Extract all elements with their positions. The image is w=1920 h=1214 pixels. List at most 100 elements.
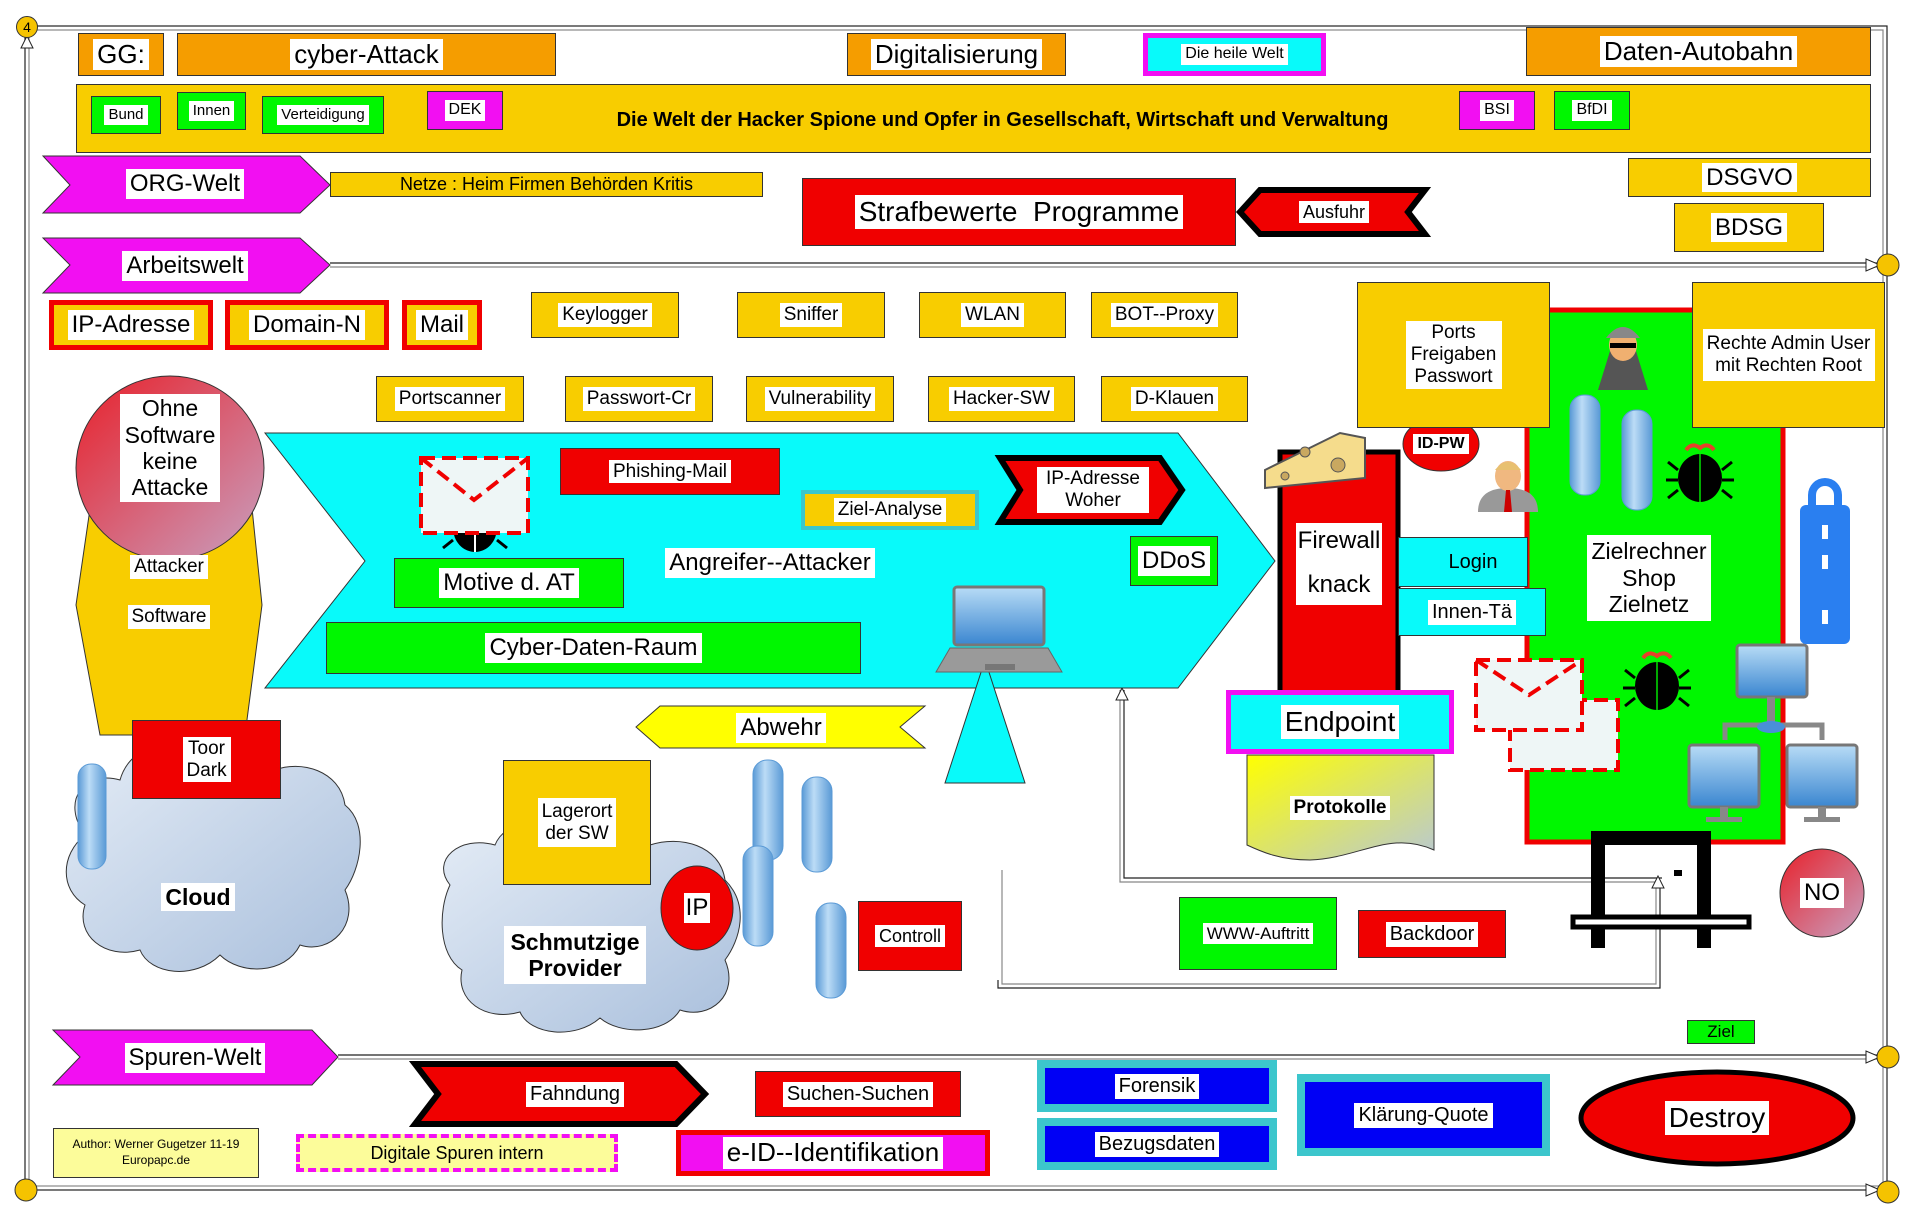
backdoor-box: Backdoor	[1358, 910, 1506, 958]
arbeitswelt-text: Arbeitswelt	[122, 251, 248, 281]
cyber-attack-box: cyber-Attack	[177, 33, 556, 76]
ip-woher-text: IP-Adresse Woher	[1037, 467, 1149, 513]
rechte-label: Rechte Admin User mit Rechten Root	[1702, 329, 1875, 381]
junction-dots	[14, 253, 1900, 1204]
headline-label: Die Welt der Hacker Spione und Opfer in …	[616, 108, 1389, 131]
login-box: Login	[1398, 537, 1528, 587]
suchen-box: Suchen-Suchen	[755, 1071, 961, 1117]
attacker-label: Attacker	[120, 552, 218, 582]
tool-label: WLAN	[961, 303, 1024, 327]
cheese-icon	[1264, 431, 1366, 490]
network-computers-icon	[1687, 643, 1859, 822]
ip-woher-label: IP-Adresse Woher	[1034, 462, 1152, 518]
suchen-label: Suchen-Suchen	[782, 1081, 934, 1107]
toor-dark-label: Toor Dark	[182, 736, 231, 783]
daten-autobahn-box: Daten-Autobahn	[1526, 27, 1871, 76]
ip-adresse-box: IP-Adresse	[49, 300, 213, 350]
ziel-analyse-label: Ziel-Analyse	[833, 498, 947, 522]
tool-label: Keylogger	[558, 303, 652, 327]
endpoint-label: Endpoint	[1280, 704, 1400, 740]
tag-dek: DEK	[427, 91, 503, 130]
page-badge: 4	[16, 16, 38, 38]
bezugsdaten-box: Bezugsdaten	[1037, 1118, 1277, 1170]
tag-bund: Bund	[91, 96, 161, 134]
ddos-box: DDoS	[1130, 536, 1218, 586]
fahndung-text: Fahndung	[525, 1081, 625, 1107]
login-label: Login	[1448, 550, 1498, 573]
org-world-text: ORG-Welt	[125, 169, 245, 199]
tag-bund-label: Bund	[104, 105, 148, 125]
dsgvo-box: DSGVO	[1628, 158, 1871, 197]
destroy-text: Destroy	[1664, 1100, 1770, 1136]
arbeitswelt-label: Arbeitswelt	[90, 246, 280, 286]
tool-bot-proxy: BOT--Proxy	[1091, 292, 1238, 338]
mail-box: Mail	[402, 300, 482, 350]
digitalisierung-box: Digitalisierung	[847, 33, 1066, 76]
outer-frame	[24, 25, 1888, 1191]
tool-wlan: WLAN	[919, 292, 1066, 338]
ip-label: IP	[680, 890, 714, 926]
firewall-text: Firewall	[1295, 523, 1383, 569]
ip-text: IP	[683, 893, 711, 923]
tool-vulnerability: Vulnerability	[746, 376, 894, 422]
domain-label: Domain-N	[248, 310, 366, 340]
ziel-box: Ziel	[1687, 1020, 1755, 1044]
angreifer-text: Angreifer--Attacker	[665, 548, 875, 578]
laptop-icon	[935, 585, 1063, 673]
id-pw-text: ID-PW	[1413, 433, 1469, 455]
database-icons	[77, 394, 1653, 999]
tool-label: BOT--Proxy	[1110, 303, 1219, 327]
toor-dark-box: Toor Dark	[132, 720, 281, 799]
tag-innen: Innen	[177, 92, 246, 130]
eid-box: e-ID--Identifikation	[676, 1130, 990, 1176]
tool-label: Sniffer	[779, 303, 843, 327]
protokolle-label: Protokolle	[1280, 788, 1400, 828]
gg-label: GG:	[93, 38, 149, 71]
cyber-attack-title: cyber-Attack	[290, 38, 443, 71]
no-text: NO	[1800, 878, 1844, 908]
tool-d-klauen: D-Klauen	[1101, 376, 1248, 422]
netze-text: Netze : Heim Firmen Behörden Kritis	[399, 174, 694, 194]
bdsg-label: BDSG	[1710, 212, 1787, 243]
heile-welt-label: Die heile Welt	[1181, 44, 1288, 65]
tool-hacker-sw: Hacker-SW	[928, 376, 1075, 422]
www-label: WWW-Auftritt	[1202, 922, 1314, 945]
abwehr-text: Abwehr	[736, 713, 826, 743]
daten-autobahn-label: Daten-Autobahn	[1599, 35, 1798, 68]
tag-innen-label: Innen	[188, 101, 235, 121]
org-world-label: ORG-Welt	[90, 164, 280, 204]
author-website: Europapc.de	[121, 1153, 191, 1167]
id-pw-label: ID-PW	[1410, 430, 1472, 458]
cloud-text: Cloud	[161, 882, 235, 912]
www-auftritt-box: WWW-Auftritt	[1179, 897, 1337, 970]
phishing-label: Phishing-Mail	[608, 459, 732, 484]
eid-label: e-ID--Identifikation	[722, 1137, 944, 1169]
tool-passwort-cr: Passwort-Cr	[565, 376, 713, 422]
author-box: Author: Werner Gugetzer 11-19 Europapc.d…	[53, 1128, 259, 1178]
tag-verteidigung-label: Verteidigung	[277, 105, 369, 125]
door-icon	[1570, 831, 1752, 948]
author-name: Author: Werner Gugetzer 11-19	[72, 1137, 240, 1152]
no-label: NO	[1800, 876, 1844, 910]
user-icon	[1478, 461, 1538, 512]
tool-sniffer: Sniffer	[737, 292, 885, 338]
strafbewerte-box: Strafbewerte Programme	[802, 178, 1236, 246]
zielrechner-label: Zielrechner Shop Zielnetz	[1584, 528, 1714, 628]
motive-label: Motive d. AT	[439, 568, 579, 598]
ziel-analyse-box: Ziel-Analyse	[801, 490, 979, 530]
tool-label: Portscanner	[394, 387, 506, 411]
klaerung-box: Klärung-Quote	[1297, 1074, 1550, 1156]
fahndung-label: Fahndung	[520, 1078, 630, 1110]
gg-box: GG:	[78, 33, 164, 76]
controll-label: Controll	[874, 924, 946, 948]
forensik-box: Forensik	[1037, 1060, 1277, 1112]
innen-label: Innen-Tä	[1427, 599, 1517, 625]
ddos-label: DDoS	[1137, 546, 1211, 576]
ip-adresse-label: IP-Adresse	[67, 310, 195, 340]
dsgvo-label: DSGVO	[1702, 162, 1797, 193]
ausfuhr-text: Ausfuhr	[1298, 200, 1370, 224]
digitalisierung-label: Digitalisierung	[870, 38, 1043, 71]
support-triangle	[944, 658, 1026, 784]
abwehr-label: Abwehr	[730, 710, 832, 746]
tool-label: Passwort-Cr	[582, 387, 696, 411]
